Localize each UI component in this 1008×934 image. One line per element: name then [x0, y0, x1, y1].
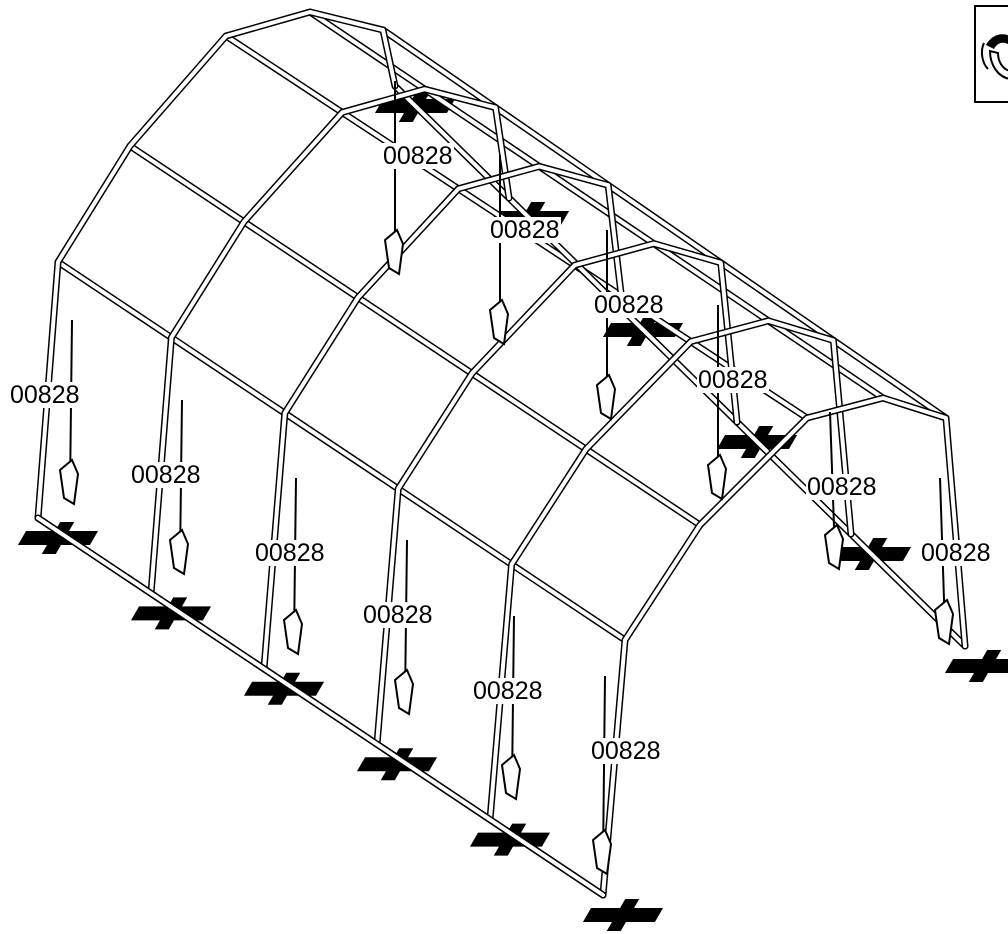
- arch-tube-fill: [36, 10, 397, 520]
- ratchet-hook-icon: [58, 458, 80, 506]
- ratchet-hook-icon: [393, 668, 415, 716]
- ratchet-hook-icon: [282, 608, 304, 656]
- arch-tube-fill: [375, 241, 739, 747]
- callout-part-number: 00828: [362, 601, 434, 629]
- ratchet-hook-icon: [500, 753, 522, 801]
- purlin-tube-fill: [128, 144, 702, 527]
- strap-leader-line: [602, 675, 606, 861]
- ratchet-hook-icon: [706, 453, 728, 501]
- ground-anchor-icon: [582, 899, 664, 931]
- arch-tube-fill: [262, 164, 625, 671]
- ratchet-hook-icon: [488, 298, 510, 346]
- ratchet-strap-icon: [974, 5, 1008, 103]
- callout-part-number: 00828: [697, 366, 769, 394]
- base-rail-tube-fill: [36, 516, 605, 897]
- callout-part-number: 00828: [806, 473, 878, 501]
- callout-part-number: 00828: [9, 381, 81, 409]
- ratchet-hook-icon: [383, 228, 405, 276]
- ground-anchor-icon: [944, 650, 1008, 682]
- arch-tube-fill: [149, 87, 511, 596]
- callout-part-number: 00828: [920, 539, 992, 567]
- arch-tube-fill: [601, 396, 967, 897]
- purlin-tube-fill: [381, 28, 948, 420]
- arch-tube-fill: [488, 318, 853, 822]
- ratchet-hook-icon: [591, 828, 613, 876]
- ratchet-hook-icon: [595, 373, 617, 421]
- callout-part-number: 00828: [130, 461, 202, 489]
- callout-part-number: 00828: [254, 539, 326, 567]
- callout-part-number: 00828: [382, 142, 454, 170]
- callout-part-number: 00828: [593, 291, 665, 319]
- callout-part-number: 00828: [489, 216, 561, 244]
- purlin-tube-fill: [56, 260, 627, 642]
- callout-part-number: 00828: [472, 677, 544, 705]
- callout-part-number: 00828: [590, 737, 662, 765]
- ratchet-hook-icon: [823, 523, 845, 571]
- ratchet-hook-icon: [168, 528, 190, 576]
- purlin-tube-fill: [308, 10, 885, 400]
- ratchet-hook-icon: [933, 598, 955, 646]
